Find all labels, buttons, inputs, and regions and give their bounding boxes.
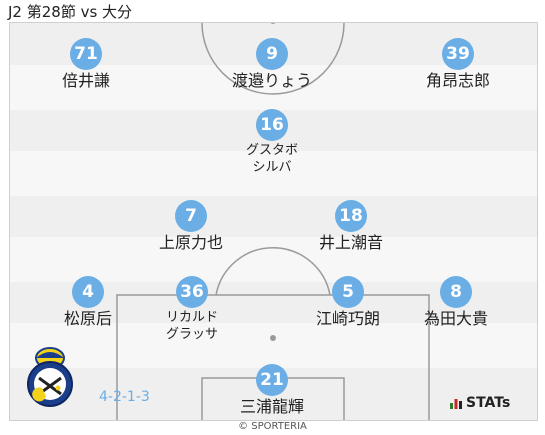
player-number: 8 [440,276,472,308]
stats-brand: STATs [450,395,510,411]
player-number: 5 [332,276,364,308]
stats-bars-icon [450,399,462,409]
player-18[interactable]: 18 井上潮音 [281,200,421,253]
player-name: 松原后 [63,309,112,328]
penalty-box [116,294,430,420]
player-name: 倍井謙 [61,71,110,90]
page-title: J2 第28節 vs 大分 [8,3,133,21]
penalty-arc [215,246,331,296]
penalty-spot [270,335,276,341]
player-name: 井上潮音 [318,233,383,252]
player-4[interactable]: 4 松原后 [18,276,158,329]
player-39[interactable]: 39 角昂志郎 [388,38,528,91]
pitch-stripe [10,237,537,282]
player-21[interactable]: 21 三浦龍輝 [202,364,342,417]
center-circle [201,23,345,95]
player-number: 16 [256,109,288,141]
player-7[interactable]: 7 上原力也 [121,200,261,253]
player-name: 角昂志郎 [425,71,490,90]
pitch-stripe [10,323,537,368]
player-number: 18 [335,200,367,232]
player-name: 上原力也 [158,233,223,252]
copyright: © SPORTERIA [238,421,307,432]
player-9[interactable]: 9 渡邉りょう [202,38,342,91]
team-crest-icon [27,347,73,407]
player-36[interactable]: 36 リカルド グラッサ [122,276,262,343]
pitch-stripe [10,151,537,196]
player-name: 渡邉りょう [231,71,312,90]
player-16[interactable]: 16 グスタボ シルバ [202,109,342,176]
player-name: 江崎巧朗 [315,309,380,328]
player-name: リカルド グラッサ [165,310,218,342]
player-8[interactable]: 8 為田大貴 [386,276,526,329]
player-name: 三浦龍輝 [239,397,304,416]
player-name: グスタボ シルバ [245,143,298,175]
center-spot [270,23,276,24]
player-5[interactable]: 5 江崎巧朗 [278,276,418,329]
pitch-stripe [10,65,537,110]
player-number: 9 [256,38,288,70]
stats-label: STATs [466,395,511,411]
player-71[interactable]: 71 倍井謙 [16,38,156,91]
player-number: 21 [256,364,288,396]
player-number: 39 [442,38,474,70]
player-number: 7 [175,200,207,232]
pitch [9,22,538,421]
player-name: 為田大貴 [423,309,488,328]
player-number: 36 [176,276,208,308]
formation-label: 4-2-1-3 [99,389,150,405]
player-number: 71 [70,38,102,70]
player-number: 4 [72,276,104,308]
pitch-lines [116,23,430,420]
